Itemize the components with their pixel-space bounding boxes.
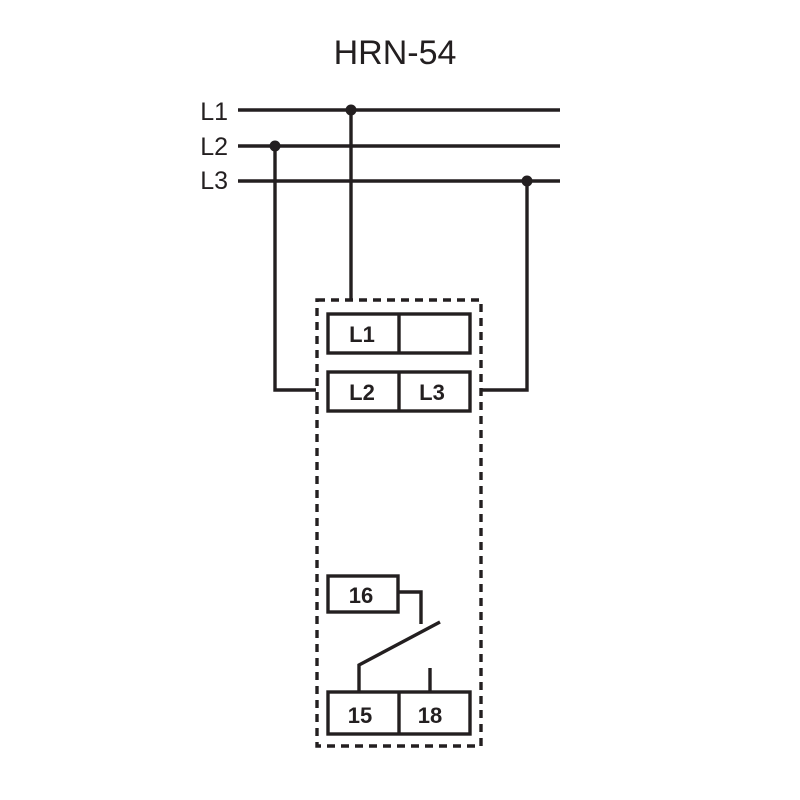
wire-l2-drop [273, 146, 316, 392]
contact-switch-arm [357, 620, 441, 692]
phase-label-l1: L1 [200, 98, 228, 126]
terminal-box-16 [326, 574, 400, 614]
wire-l3-drop [481, 181, 529, 392]
terminal-label-l3: L3 [419, 380, 445, 405]
relay-housing [315, 298, 483, 748]
terminal-label-16: 16 [349, 583, 373, 608]
terminal-label-15: 15 [348, 703, 372, 728]
diagram-title: HRN-54 [334, 34, 457, 72]
terminal-label-l1: L1 [349, 322, 375, 347]
phase-label-l2: L2 [200, 133, 228, 161]
terminal-label-18: 18 [418, 703, 442, 728]
phase-label-l3: L3 [200, 167, 228, 195]
terminal-label-l2: L2 [349, 380, 375, 405]
contact-wire-16 [398, 590, 423, 624]
